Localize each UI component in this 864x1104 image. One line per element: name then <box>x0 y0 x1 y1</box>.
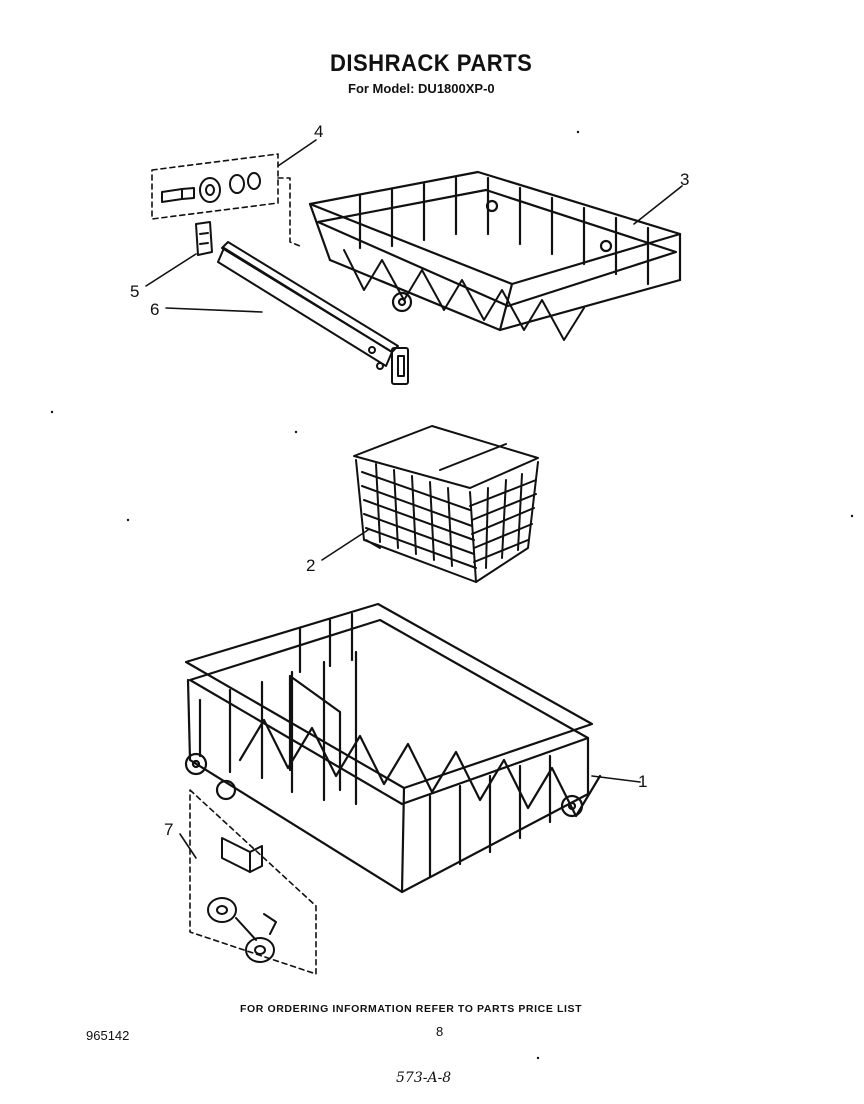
part-6-rail <box>217 241 409 385</box>
callout-3: 3 <box>680 170 690 189</box>
model-subtitle: For Model: DU1800XP-0 <box>348 81 495 96</box>
part-5-clip <box>195 221 213 256</box>
part-3-upper-rack <box>308 170 682 341</box>
callout-1: 1 <box>638 772 648 791</box>
document-number: 965142 <box>86 1028 130 1043</box>
callout-5: 5 <box>130 282 140 301</box>
handwritten-note: 573-A-8 <box>396 1070 452 1086</box>
part-1-lower-rack <box>184 602 602 894</box>
callout-leaders <box>145 139 683 859</box>
page-title: DISHRACK PARTS <box>330 50 533 77</box>
ordering-note: FOR ORDERING INFORMATION REFER TO PARTS … <box>240 1003 583 1015</box>
callout-7: 7 <box>164 820 174 839</box>
callout-2: 2 <box>306 556 316 575</box>
callout-4: 4 <box>314 122 324 141</box>
part-2-silverware-basket <box>353 425 539 583</box>
callout-6: 6 <box>150 300 160 319</box>
part-7-lower-wheel-kit <box>189 789 317 975</box>
scan-specks <box>50 130 854 1060</box>
page-number: 8 <box>436 1024 444 1039</box>
part-4-wheel-kit <box>151 153 301 247</box>
